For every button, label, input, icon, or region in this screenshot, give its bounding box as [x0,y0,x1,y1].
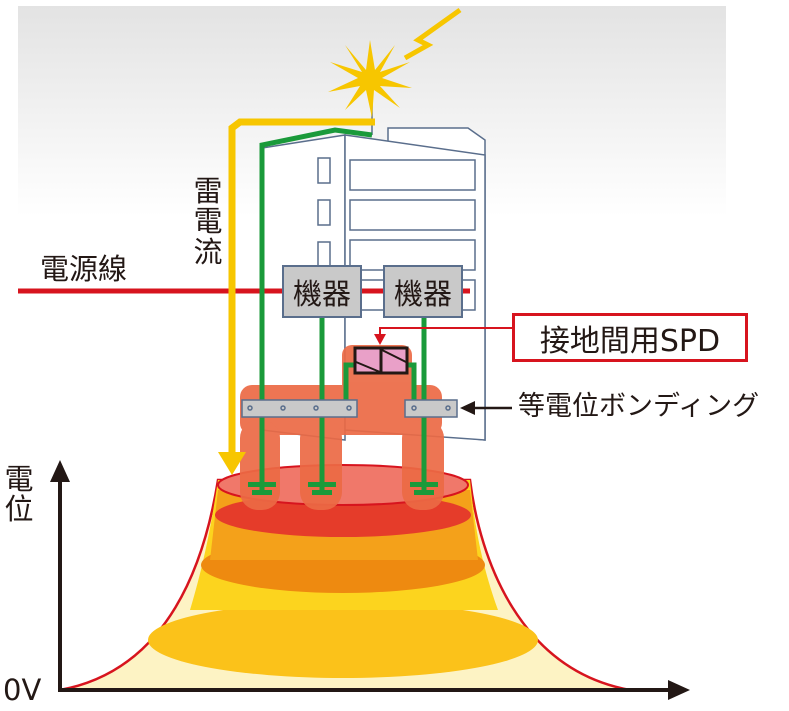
equipment-box-2: 機器 [383,265,463,318]
bonding-arrow-icon [460,401,475,415]
potential-axes [50,460,690,700]
potential-axis-label: 電位 [4,462,34,527]
spd-label: 接地間用SPD [512,313,748,362]
arrow-down-icon [218,452,246,475]
bonding-bars [241,399,458,418]
zero-volt-label: 0V [3,673,42,707]
power-line-label: 電源線 [40,252,128,286]
spd-pointer-arrow-icon [374,334,386,345]
lightning-current-path [228,118,375,455]
ground-potential-funnel [59,464,631,692]
ground-electrodes [248,482,438,495]
spd-device-icon [353,346,409,375]
bonding-label: 等電位ボンディング [518,391,760,422]
equipment-box-1: 機器 [282,265,362,318]
lightning-current-label: 雷電流 [193,174,223,269]
lightning-burst-icon [328,7,462,118]
